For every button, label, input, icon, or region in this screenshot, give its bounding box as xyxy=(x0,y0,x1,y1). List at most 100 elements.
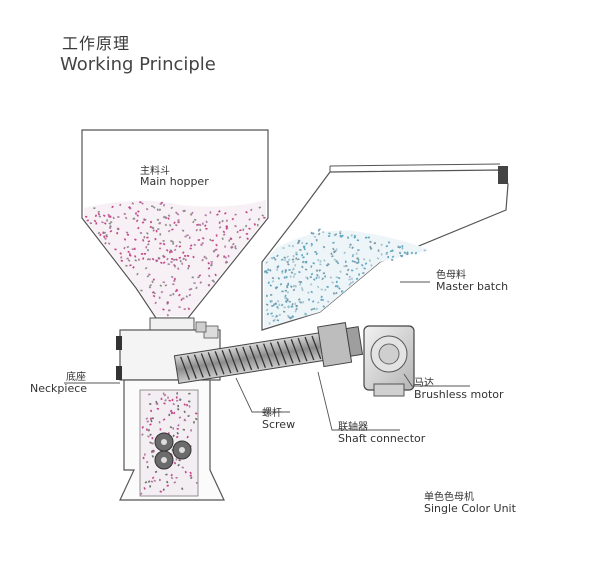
granule xyxy=(186,435,189,439)
granule xyxy=(306,252,309,256)
granule xyxy=(159,233,162,236)
granule xyxy=(276,299,280,303)
granule xyxy=(201,237,205,240)
granule xyxy=(215,234,218,237)
granule xyxy=(353,260,357,264)
granule xyxy=(385,252,389,256)
granule xyxy=(276,319,280,322)
granule xyxy=(315,307,319,311)
screw-thread xyxy=(186,355,197,379)
granule xyxy=(162,239,165,243)
granule xyxy=(151,476,155,480)
screw-thread xyxy=(290,339,301,363)
granule xyxy=(316,273,319,277)
granule xyxy=(126,233,130,236)
granule xyxy=(175,396,178,399)
granule xyxy=(140,289,143,292)
granule xyxy=(107,242,111,245)
granule xyxy=(221,237,224,241)
granule xyxy=(184,470,187,474)
granule xyxy=(281,271,284,275)
granule xyxy=(160,290,164,294)
granule xyxy=(153,291,156,295)
granule xyxy=(164,284,168,287)
granule xyxy=(182,257,186,261)
granule xyxy=(128,207,132,210)
granule xyxy=(170,260,173,264)
granule xyxy=(172,434,175,438)
granule xyxy=(351,246,354,250)
granule xyxy=(105,233,108,237)
granule xyxy=(319,263,322,266)
granule xyxy=(182,297,185,300)
label-screw-zh: 螺杆 xyxy=(262,408,282,419)
granule xyxy=(245,232,249,235)
granule xyxy=(284,294,287,298)
granule xyxy=(364,236,368,239)
granule xyxy=(377,249,380,252)
granule xyxy=(222,233,226,236)
granule xyxy=(184,235,187,238)
granule xyxy=(293,273,297,275)
granule xyxy=(331,281,334,284)
granule xyxy=(231,242,235,246)
granule xyxy=(177,221,180,224)
granule xyxy=(401,247,404,250)
granule xyxy=(159,490,163,493)
granule xyxy=(291,268,295,271)
granule xyxy=(270,312,273,315)
screw-thread xyxy=(276,341,287,365)
granule xyxy=(271,276,275,280)
granule xyxy=(357,261,360,264)
granule xyxy=(158,421,161,424)
granule xyxy=(202,222,204,225)
granule xyxy=(149,220,153,224)
granule xyxy=(116,231,119,235)
granule xyxy=(124,216,128,220)
granule xyxy=(170,239,173,243)
granule xyxy=(210,261,213,263)
granule xyxy=(225,219,229,223)
granule xyxy=(173,279,176,283)
granule xyxy=(391,255,395,259)
granule xyxy=(336,261,340,265)
screw-thread xyxy=(263,343,273,367)
granule xyxy=(188,405,191,408)
screw-thread xyxy=(249,345,260,370)
granule xyxy=(189,471,192,475)
granule xyxy=(188,392,191,395)
leader-screw xyxy=(235,377,290,413)
granule xyxy=(327,262,330,266)
granule xyxy=(270,299,274,303)
granule xyxy=(177,463,180,467)
granule xyxy=(227,255,230,258)
granule xyxy=(305,242,308,245)
granule xyxy=(85,215,88,218)
granule xyxy=(103,235,106,238)
granule xyxy=(147,428,151,432)
granule xyxy=(166,257,169,261)
granule xyxy=(312,307,316,310)
granule xyxy=(127,259,131,262)
granule xyxy=(178,240,182,244)
granule xyxy=(277,276,281,280)
granule xyxy=(188,236,191,239)
granule xyxy=(181,251,185,255)
granule xyxy=(294,264,297,267)
granule xyxy=(216,254,220,257)
granule xyxy=(169,224,172,227)
granule xyxy=(297,298,301,301)
granule xyxy=(129,254,132,257)
label-motor-zh: 马达 xyxy=(414,378,434,389)
screw-thread xyxy=(214,351,225,375)
granule xyxy=(305,276,308,279)
granule xyxy=(201,241,204,245)
granule xyxy=(177,404,180,408)
granule xyxy=(165,249,169,252)
granule xyxy=(162,261,166,264)
granule xyxy=(207,266,211,270)
granule xyxy=(335,259,339,263)
screw-thread xyxy=(304,336,315,361)
granule xyxy=(295,304,298,308)
granule xyxy=(162,392,165,395)
